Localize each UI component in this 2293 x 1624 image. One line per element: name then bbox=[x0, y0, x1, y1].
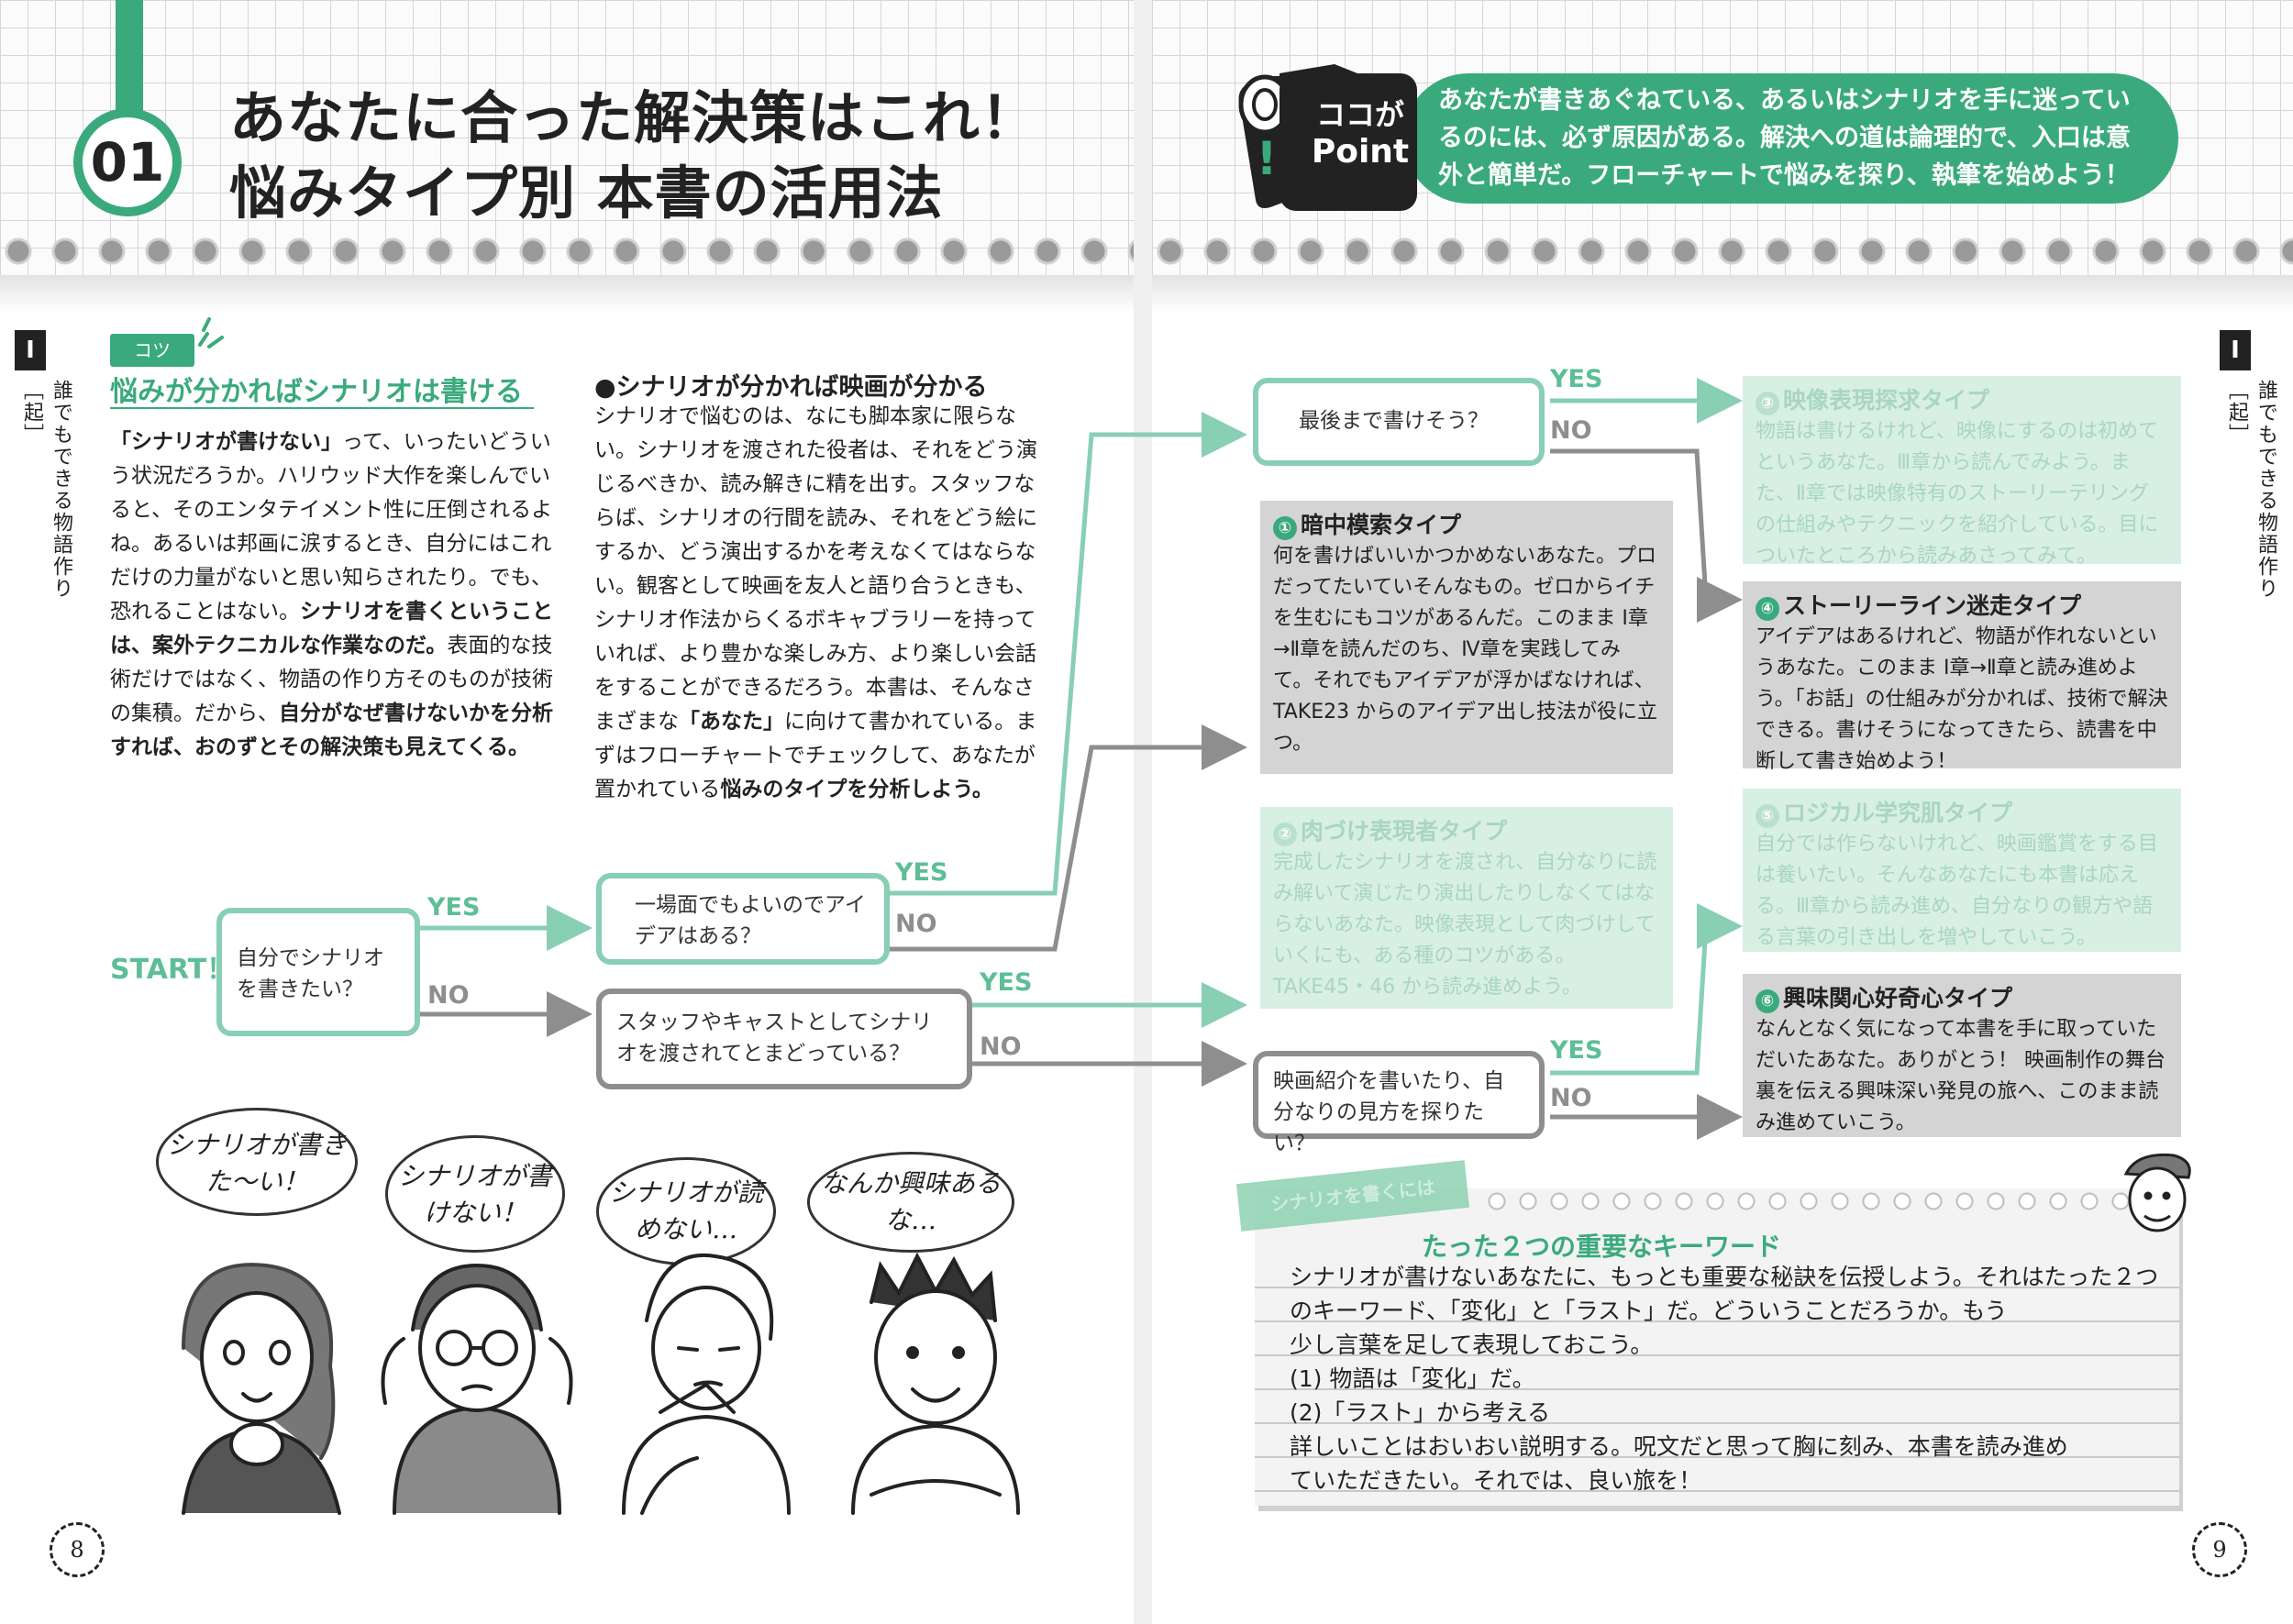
question-have-idea: 一場面でもよいのでアイデアはある？ bbox=[596, 873, 890, 965]
line-q2-yes bbox=[890, 412, 1247, 896]
keyword-note-punch-holes bbox=[1486, 1188, 2165, 1216]
type-4-title: ストーリーライン迷走タイプ bbox=[1783, 592, 2082, 619]
col1-seg-1: って、いったいどういう状況だろうか。ハリウッド大作を楽しんでいると、そのエンタテ… bbox=[110, 430, 553, 624]
keyword-line-1: シナリオが書けないあなたに、もっとも重要な秘訣を伝授しよう。それはたった２つのキ… bbox=[1290, 1264, 2159, 1324]
right-binder-rings bbox=[1152, 227, 2293, 292]
article-column-2-heading: ●シナリオが分かれば映画が分かる bbox=[594, 373, 988, 402]
question-can-finish: 最後まで書けそう？ bbox=[1253, 378, 1545, 466]
page-number-left: 8 bbox=[50, 1522, 105, 1577]
q5-yes-label: YES bbox=[1550, 1036, 1603, 1065]
q2-yes-label: YES bbox=[895, 858, 948, 887]
point-callout-text: あなたが書きあぐねている、あるいはシナリオを手に迷っているのには、必ず原因がある… bbox=[1438, 86, 2131, 190]
col1-seg-2: シナリオを書くということは、案外テクニカルな作業なのだ。 bbox=[110, 600, 553, 657]
keyword-note-heading: たった２つの重要なキーワード bbox=[1422, 1232, 1782, 1262]
type-3-number: ③ bbox=[1756, 392, 1779, 415]
type-6-title: 興味関心好奇心タイプ bbox=[1783, 985, 2013, 1011]
article-heading-underline bbox=[110, 407, 534, 409]
article-column-1: 「シナリオが書けない」って、いったいどういう状況だろうか。ハリウッド大作を楽しん… bbox=[110, 425, 559, 765]
col1-seg-0: 「シナリオが書けない」 bbox=[110, 430, 342, 454]
author-avatar-icon bbox=[2123, 1153, 2191, 1232]
type-5-number: ⑤ bbox=[1756, 804, 1779, 828]
type-1-number: ① bbox=[1273, 516, 1297, 540]
point-scroll-icon: ! bbox=[1224, 64, 1417, 213]
page-number-right: 9 bbox=[2192, 1522, 2247, 1577]
left-binder-rings bbox=[0, 227, 1134, 292]
question-movie-review: 映画紹介を書いたり、自分なりの見方を探りたい？ bbox=[1253, 1051, 1545, 1155]
question-write-scenario: 自分でシナリオを書きたい？ bbox=[216, 908, 420, 1036]
type-5-text: 自分では作らないけれど、映画鑑賞をする目は養いたい。そんなあなたにも本書は応える… bbox=[1756, 833, 2158, 949]
col2-seg-3: 悩みのタイプを分析しよう。 bbox=[720, 778, 993, 801]
keyword-note-card bbox=[1255, 1188, 2179, 1506]
keyword-line-2: 少し言葉を足して表現しておこう。 bbox=[1290, 1331, 1654, 1358]
type-5-title: ロジカル学究肌タイプ bbox=[1783, 800, 2013, 826]
point-tag-line2: Point bbox=[1311, 133, 1410, 171]
line-q5-yes bbox=[1550, 903, 1743, 1076]
character-illustrations bbox=[182, 1252, 1020, 1515]
point-callout-pill bbox=[1403, 73, 2178, 204]
q4-yes-label: YES bbox=[1550, 365, 1603, 393]
keyword-line-5: 詳しいことはおいおい説明する。呪文だと思って胸に刻み、本書を読み進め bbox=[1290, 1433, 2068, 1460]
speech-bubble-want-to-write: シナリオが書きた～い！ bbox=[156, 1108, 358, 1216]
col2-seg-0: シナリオで悩むのは、なにも脚本家に限らない。シナリオを渡された役者は、それをどう… bbox=[594, 404, 1037, 734]
q4-no-label: NO bbox=[1550, 416, 1592, 445]
keyword-line-3: (1) 物語は「変化」だ。 bbox=[1290, 1365, 1535, 1392]
article-heading: 悩みが分かればシナリオは書ける bbox=[110, 376, 523, 408]
flow-start-label: START！ bbox=[110, 954, 235, 986]
line-q4-no bbox=[1550, 448, 1743, 623]
type-4-number: ④ bbox=[1756, 597, 1779, 621]
col2-seg-2: に向けて書かれている。まずはフローチャートでチェックして、あなたが置かれている bbox=[594, 710, 1037, 801]
type-6-number: ⑥ bbox=[1756, 989, 1779, 1013]
q5-no-label: NO bbox=[1550, 1084, 1592, 1112]
right-chapter-tab: I bbox=[2220, 330, 2251, 370]
article-column-2: シナリオで悩むのは、なにも脚本家に限らない。シナリオを渡された役者は、それをどう… bbox=[594, 400, 1044, 807]
type-2-title: 肉づけ表現者タイプ bbox=[1301, 818, 1508, 845]
chapter-number-badge: 01 bbox=[73, 108, 182, 216]
keyword-note-body: シナリオが書けないあなたに、もっとも重要な秘訣を伝授しよう。それはたった２つのキ… bbox=[1290, 1260, 2161, 1497]
q1-yes-label: YES bbox=[427, 893, 481, 922]
page-gutter bbox=[1134, 0, 1152, 1624]
type-1-text: 何を書けばいいかつかめないあなた。プロだってたいていそんなもの。ゼロからイチを生… bbox=[1273, 545, 1657, 755]
keyword-line-6: ていただきたい。それでは、良い旅を！ bbox=[1290, 1467, 1702, 1494]
type-3-title: 映像表現探求タイプ bbox=[1783, 387, 1990, 414]
line-q2-no bbox=[890, 724, 1247, 952]
type-2-text: 完成したシナリオを渡され、自分なりに読み解いて演じたり演出したりしなくてはならな… bbox=[1273, 851, 1657, 999]
page-title-line1: あなたに合った解決策はこれ！ bbox=[229, 84, 1039, 151]
keyword-note-ruled-lines bbox=[1255, 1254, 2179, 1495]
left-chapter-tab: I bbox=[15, 330, 46, 370]
type-3-text: 物語は書けるけれど、映像にするのは初めてというあなた。Ⅲ章から読んでみよう。また… bbox=[1756, 420, 2159, 568]
page-title-line2: 悩みタイプ別 本書の活用法 bbox=[229, 160, 944, 226]
speech-bubble-cannot-write: シナリオが書けない！ bbox=[385, 1135, 565, 1253]
right-running-head: 誰でもできる物語作り［起］ bbox=[2225, 380, 2277, 600]
q1-no-label: NO bbox=[427, 981, 470, 1010]
col2-seg-1: 「あなた」 bbox=[679, 710, 784, 734]
type-1-title: 暗中模索タイプ bbox=[1301, 512, 1462, 538]
keyword-line-4: (2)「ラスト」から考える bbox=[1290, 1399, 1551, 1426]
speech-bubble-interested: なんか興味あるな… bbox=[807, 1152, 1014, 1253]
col1-seg-4: 自分がなぜ書けないかを分析すれば、おのずとその解決策も見えてくる。 bbox=[110, 702, 553, 759]
point-tag-line1: ココが bbox=[1315, 97, 1404, 132]
question-given-scenario: スタッフやキャストとしてシナリオを渡されてとまどっている？ bbox=[596, 989, 972, 1089]
type-2-number: ② bbox=[1273, 823, 1297, 846]
left-running-head: 誰でもできる物語作り［起］ bbox=[20, 380, 72, 600]
type-6-text: なんとなく気になって本書を手に取っていただいたあなた。ありがとう！ 映画制作の舞… bbox=[1756, 1018, 2166, 1134]
q3-no-label: NO bbox=[980, 1033, 1022, 1061]
svg-text:!: ! bbox=[1257, 132, 1278, 185]
tips-sparkle-icon bbox=[194, 317, 231, 354]
tips-tag: コツ bbox=[110, 334, 194, 367]
col1-seg-3: 表面的な技術だけではなく、物語の作り方そのものが技術の集積。だから、 bbox=[110, 634, 553, 725]
q3-yes-label: YES bbox=[980, 968, 1033, 997]
type-4-text: アイデアはあるけれど、物語が作れないというあなた。このまま Ⅰ章→Ⅱ章と読み進め… bbox=[1756, 625, 2168, 773]
chapter-bar bbox=[116, 0, 143, 121]
q2-no-label: NO bbox=[895, 910, 937, 938]
